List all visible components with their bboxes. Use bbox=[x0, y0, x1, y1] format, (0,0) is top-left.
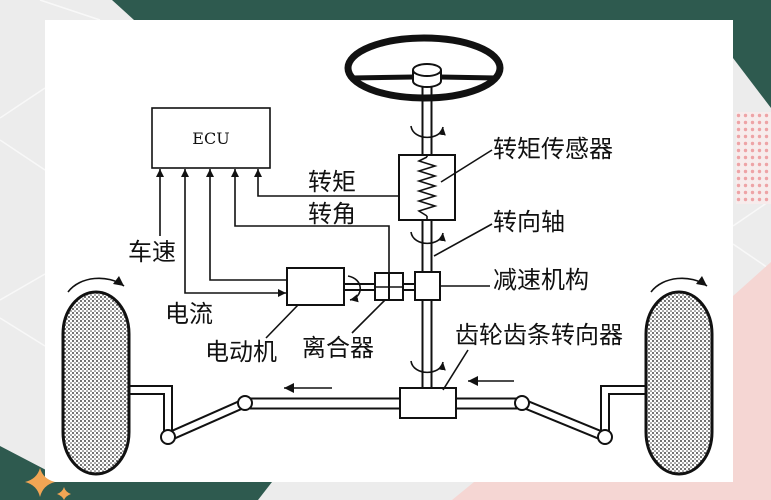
torque-sensor-leader-line bbox=[440, 149, 493, 183]
motor-box bbox=[286, 267, 345, 306]
steering-wheel-spoke-left bbox=[349, 74, 417, 81]
clutch-label: 离合器 bbox=[302, 334, 374, 362]
right-dotted-pattern bbox=[736, 112, 771, 204]
column-rotation-arrow-middle bbox=[410, 231, 446, 245]
top-dark-band bbox=[112, 0, 771, 20]
left-wheel-turn-arrow bbox=[67, 276, 125, 293]
rack-and-pinion-label: 齿轮齿条转向器 bbox=[455, 321, 623, 349]
torque-sensor-label: 转矩传感器 bbox=[493, 135, 613, 163]
reduction-mechanism-label: 减速机构 bbox=[493, 266, 589, 294]
top-right-dark-triangle bbox=[733, 20, 771, 108]
left-rack-end-joint bbox=[237, 395, 253, 411]
angle-signal-label: 转角 bbox=[308, 200, 356, 228]
steering-shaft-leader-line bbox=[433, 223, 493, 257]
right-tie-rod-fill bbox=[520, 400, 607, 440]
bottom-left-dark-shape bbox=[0, 446, 272, 500]
torque-sensor-box bbox=[398, 154, 456, 221]
reduction-mechanism-box bbox=[414, 271, 441, 301]
left-knuckle-arm-fill bbox=[126, 387, 171, 437]
background-line bbox=[39, 0, 101, 21]
motor-current-control-line bbox=[181, 169, 286, 297]
left-tie-rod-fill bbox=[166, 400, 247, 440]
column-rotation-arrow-lower bbox=[410, 360, 446, 374]
motor-rotation-arrow bbox=[347, 275, 362, 303]
right-wheel-tire bbox=[644, 290, 714, 476]
background-line bbox=[0, 317, 46, 347]
bottom-right-pink-shape bbox=[452, 262, 771, 500]
background-lines bbox=[0, 0, 771, 347]
background-line bbox=[732, 243, 771, 271]
rack-and-pinion-leader-line bbox=[442, 349, 469, 391]
motor-current-feedback-line bbox=[206, 169, 287, 281]
background-line bbox=[0, 273, 46, 301]
steering-wheel-spoke-right bbox=[437, 74, 499, 81]
steering-linkage bbox=[126, 385, 649, 442]
rack-and-pinion-gear-box bbox=[399, 387, 457, 419]
current-label: 电流 bbox=[165, 300, 213, 328]
steering-wheel-hub-top bbox=[412, 63, 442, 77]
angle-signal-line bbox=[231, 169, 390, 273]
torque-sensor bbox=[398, 154, 456, 221]
torque-sensor-spring bbox=[416, 156, 438, 217]
clutch bbox=[374, 272, 404, 301]
ecu-label: ECU bbox=[192, 129, 229, 148]
motor-label: 电动机 bbox=[205, 338, 277, 366]
motor-leader-line bbox=[265, 304, 299, 339]
sparkle-star-small-icon bbox=[57, 487, 71, 500]
left-wheel-tire bbox=[61, 290, 131, 476]
steering-wheel bbox=[344, 34, 504, 102]
background-line bbox=[0, 139, 46, 171]
right-rack-end-joint bbox=[514, 395, 530, 411]
torque-signal-label: 转矩 bbox=[308, 168, 356, 196]
steering-wheel-rim bbox=[344, 34, 504, 102]
vehicle-speed-label: 车速 bbox=[128, 238, 176, 266]
right-wheel-turn-arrow bbox=[650, 276, 708, 293]
background-line bbox=[732, 199, 771, 227]
sparkle-star-icon bbox=[25, 468, 55, 497]
clutch-leader-line bbox=[351, 299, 386, 334]
column-rotation-arrow-upper bbox=[410, 125, 446, 139]
ecu-box bbox=[151, 107, 271, 169]
background-line bbox=[0, 87, 46, 119]
left-knuckle-joint bbox=[160, 429, 176, 445]
ecu: ECU bbox=[151, 107, 271, 169]
right-knuckle-joint bbox=[597, 429, 613, 445]
steering-shaft-label: 转向轴 bbox=[493, 208, 565, 236]
right-knuckle-arm-fill bbox=[602, 387, 649, 437]
torque-signal-line bbox=[254, 169, 399, 197]
